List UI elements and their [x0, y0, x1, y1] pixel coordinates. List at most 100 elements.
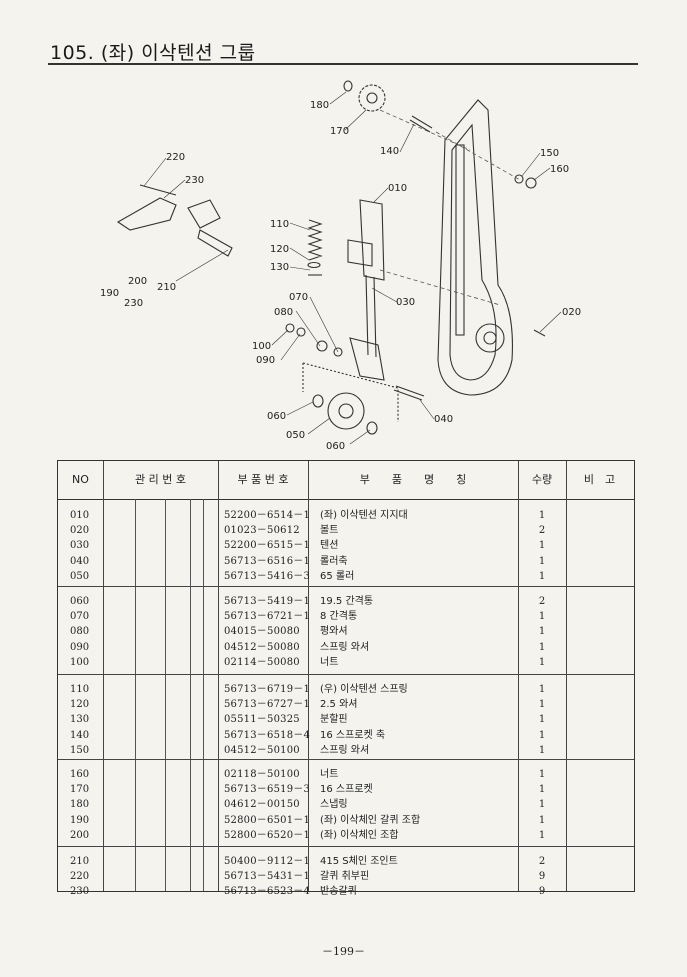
part-qty: 1	[538, 684, 546, 695]
exploded-parts-diagram: 180 170 140 150 160 220 230 010 110 120 …	[0, 70, 687, 460]
callout-060-a: 060	[267, 411, 286, 422]
part-item-no: 070	[70, 611, 90, 623]
part-number: 56713－5431－1	[224, 871, 311, 883]
callout-080: 080	[274, 307, 293, 318]
part-qty: 1	[538, 714, 546, 726]
part-number: 56713－6721－1	[224, 611, 311, 623]
part-name: 19.5 간격통	[320, 596, 374, 607]
part-qty: 1	[538, 540, 546, 552]
part-name: 갈퀴 취부핀	[320, 871, 370, 883]
part-qty: 2	[538, 596, 546, 607]
part-item-no: 120	[70, 699, 90, 711]
part-name: 볼트	[320, 525, 339, 537]
part-name: 반송갈퀴	[320, 886, 357, 898]
callout-020: 020	[562, 307, 581, 318]
part-name: 분할핀	[320, 714, 348, 726]
assembly-outline	[302, 362, 399, 422]
part-qty: 1	[538, 510, 546, 521]
spring-washer-090	[296, 327, 306, 337]
part-number: 56713－6727－1	[224, 699, 311, 711]
col-divider	[103, 461, 104, 891]
header-part-name: 부 품 명 칭	[359, 473, 467, 486]
part-name: 2.5 와셔	[320, 699, 358, 711]
spacer-060-a	[312, 394, 324, 408]
part-name: (우) 이삭텐션 스프링	[320, 684, 408, 695]
part-number: 02118－50100	[224, 769, 300, 780]
callout-230-top: 230	[185, 175, 204, 186]
callout-040: 040	[434, 414, 453, 425]
part-number: 04015－50080	[224, 626, 300, 638]
part-item-no: 060	[70, 596, 90, 607]
bolt-020	[533, 329, 546, 337]
part-number: 56713－6519－3	[224, 784, 311, 796]
part-name: 415 S체인 조인트	[320, 856, 398, 867]
part-item-no: 180	[70, 799, 90, 811]
mgmt-sub-divider	[165, 499, 166, 891]
part-name: 스프링 와셔	[320, 641, 370, 653]
callout-190: 190	[100, 288, 119, 299]
callout-070: 070	[289, 292, 308, 303]
header-qty: 수량	[531, 473, 553, 486]
part-name: 롤러축	[320, 555, 348, 567]
part-item-no: 230	[70, 886, 90, 898]
part-qty: 9	[538, 886, 546, 898]
part-item-no: 090	[70, 641, 90, 653]
callout-060-b: 060	[326, 441, 345, 452]
part-qty: 1	[538, 611, 546, 623]
chain-link	[187, 199, 221, 229]
part-name: (좌) 이삭체인 갈퀴 조합	[320, 814, 421, 826]
group-separator	[58, 674, 634, 675]
part-qty: 1	[538, 699, 546, 711]
group-separator	[58, 846, 634, 847]
part-name: 너트	[320, 656, 339, 668]
callout-090: 090	[256, 355, 275, 366]
part-name: 16 스프로켓	[320, 784, 373, 796]
callout-140: 140	[380, 146, 399, 157]
table-row: 120 56713－6727－1 2.5 와셔 1	[58, 697, 634, 712]
part-item-no: 190	[70, 814, 90, 826]
part-qty: 1	[538, 626, 546, 638]
part-name: 텐션	[320, 540, 339, 552]
mgmt-sub-divider	[135, 499, 136, 891]
callout-180: 180	[310, 100, 329, 111]
part-item-no: 150	[70, 744, 90, 756]
callout-220: 220	[166, 152, 185, 163]
part-number: 56713－6518－4	[224, 729, 311, 741]
part-name: (좌) 이삭체인 조합	[320, 829, 399, 841]
col-divider	[566, 461, 567, 891]
part-number: 05511－50325	[224, 714, 300, 726]
assembly-line-c	[435, 131, 521, 181]
roller-050	[327, 392, 365, 430]
part-qty: 1	[538, 641, 546, 653]
chain-joint-210	[197, 229, 233, 257]
part-item-no: 130	[70, 714, 90, 726]
col-divider	[518, 461, 519, 891]
part-number: 52800－6520－1	[224, 829, 311, 841]
header-mgmt-no: 관 리 번 호	[135, 473, 186, 486]
part-qty: 1	[538, 829, 546, 841]
part-name: 65 롤러	[320, 570, 355, 582]
part-number: 56713－6523－4	[224, 886, 311, 898]
part-number: 50400－9112－1	[224, 856, 311, 867]
roller-050-hub	[338, 403, 354, 419]
diagram-drawing: 180 170 140 150 160 220 230 010 110 120 …	[100, 80, 581, 452]
callout-010: 010	[388, 183, 407, 194]
callout-110: 110	[270, 219, 289, 230]
header-part-no: 부 품 번 호	[237, 473, 289, 486]
callout-170: 170	[330, 126, 349, 137]
snap-ring-180	[343, 80, 353, 92]
part-item-no: 020	[70, 525, 90, 537]
part-item-no: 050	[70, 570, 90, 582]
part-number: 01023－50612	[224, 525, 300, 537]
